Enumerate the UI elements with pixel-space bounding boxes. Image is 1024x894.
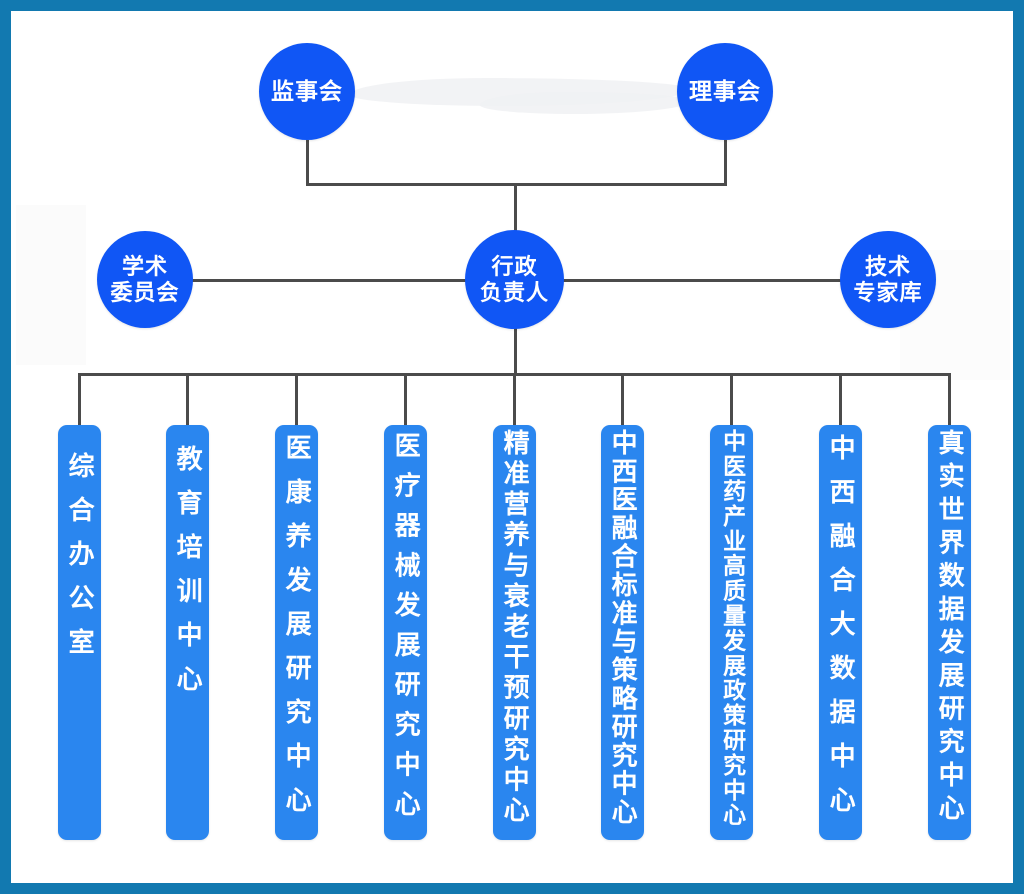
department-label: 中西融合大数据中心 bbox=[826, 434, 856, 830]
connector-drop-3 bbox=[295, 373, 298, 426]
node-administrative-head[interactable]: 行政 负责人 bbox=[465, 230, 564, 329]
department-label: 精准营养与衰老干预研究中心 bbox=[500, 429, 530, 827]
department-label: 教育培训中心 bbox=[173, 445, 203, 709]
frame-border-top bbox=[0, 0, 1024, 11]
connector-drop-2 bbox=[186, 373, 189, 426]
department-bar-medical-health-elderly-care[interactable]: 医康养发展研究中心 bbox=[275, 425, 318, 840]
frame-border-bottom bbox=[0, 883, 1024, 894]
department-label: 中医药产业高质量发展政策研究中心 bbox=[719, 429, 745, 828]
connector-top-to-admin bbox=[514, 183, 517, 233]
connector-drop-4 bbox=[404, 373, 407, 426]
frame-border-right bbox=[1013, 0, 1024, 894]
node-administrative-head-label-line2: 负责人 bbox=[479, 279, 549, 305]
node-supervisory-board-label: 监事会 bbox=[271, 78, 343, 104]
node-academic-committee[interactable]: 学术 委员会 bbox=[97, 231, 193, 328]
department-label: 医康养发展研究中心 bbox=[282, 434, 312, 830]
node-technical-expert-pool[interactable]: 技术 专家库 bbox=[840, 231, 936, 328]
connector-drop-5 bbox=[513, 373, 516, 426]
connector-council-drop bbox=[724, 140, 727, 185]
department-label: 中西医融合标准与策略研究中心 bbox=[608, 429, 638, 827]
connector-supervisory-drop bbox=[306, 140, 309, 185]
department-label: 真实世界数据发展研究中心 bbox=[935, 429, 965, 828]
department-bar-general-office[interactable]: 综合办公室 bbox=[58, 425, 101, 840]
department-bar-real-world-data[interactable]: 真实世界数据发展研究中心 bbox=[928, 425, 971, 840]
scan-artifact bbox=[16, 205, 86, 365]
node-academic-committee-label-line1: 学术 bbox=[121, 253, 168, 279]
node-technical-expert-pool-label-line1: 技术 bbox=[864, 253, 911, 279]
connector-admin-drop bbox=[514, 327, 517, 375]
department-bar-medical-device-development[interactable]: 医疗器械发展研究中心 bbox=[384, 425, 427, 840]
department-bar-education-training-center[interactable]: 教育培训中心 bbox=[166, 425, 209, 840]
connector-admin-to-technical bbox=[561, 279, 843, 282]
node-council-board-label: 理事会 bbox=[689, 78, 761, 104]
connector-drop-8 bbox=[839, 373, 842, 426]
department-bar-tcm-industry-policy[interactable]: 中医药产业高质量发展政策研究中心 bbox=[710, 425, 753, 840]
scan-artifact bbox=[480, 92, 690, 114]
connector-academic-to-admin bbox=[190, 279, 470, 282]
node-technical-expert-pool-label-line2: 专家库 bbox=[853, 279, 923, 305]
connector-drop-7 bbox=[730, 373, 733, 426]
connector-drop-9 bbox=[948, 373, 951, 426]
department-bar-integrated-medicine-standards[interactable]: 中西医融合标准与策略研究中心 bbox=[601, 425, 644, 840]
department-label: 综合办公室 bbox=[65, 452, 95, 672]
connector-drop-6 bbox=[621, 373, 624, 426]
department-bar-integrated-big-data-center[interactable]: 中西融合大数据中心 bbox=[819, 425, 862, 840]
node-supervisory-board[interactable]: 监事会 bbox=[259, 43, 355, 140]
department-bar-precision-nutrition-aging[interactable]: 精准营养与衰老干预研究中心 bbox=[493, 425, 536, 840]
node-administrative-head-label-line1: 行政 bbox=[491, 253, 538, 279]
frame-border-left bbox=[0, 0, 11, 894]
department-label: 医疗器械发展研究中心 bbox=[391, 432, 421, 830]
connector-drop-1 bbox=[78, 373, 81, 426]
node-academic-committee-label-line2: 委员会 bbox=[110, 279, 180, 305]
node-council-board[interactable]: 理事会 bbox=[677, 43, 773, 140]
